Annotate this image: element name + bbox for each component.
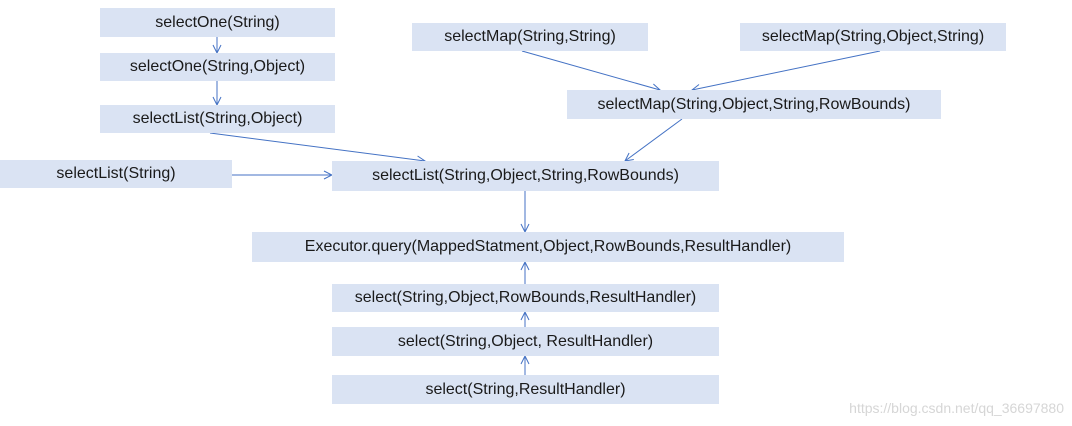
edge-selectList-object-to-selectList-full	[209, 132, 425, 161]
edge-selectMap-full-to-selectList-full	[625, 118, 683, 161]
node-selectOne-string: selectOne(String)	[100, 8, 335, 37]
edge-selectMap-string-to-selectMap-full	[521, 50, 660, 90]
watermark-text: https://blog.csdn.net/qq_36697880	[849, 400, 1064, 416]
node-selectList-string: selectList(String)	[0, 160, 232, 188]
node-selectOne-string-object: selectOne(String,Object)	[100, 53, 335, 81]
edge-selectMap-object-string-to-selectMap-full	[692, 50, 881, 90]
node-select-string-resulthandler: select(String,ResultHandler)	[332, 375, 719, 404]
node-selectList-full: selectList(String,Object,String,RowBound…	[332, 161, 719, 191]
node-selectMap-full: selectMap(String,Object,String,RowBounds…	[567, 90, 941, 119]
node-selectMap-string-object-string: selectMap(String,Object,String)	[740, 23, 1006, 51]
node-executor-query: Executor.query(MappedStatment,Object,Row…	[252, 232, 844, 262]
node-select-string-object-resulthandler: select(String,Object, ResultHandler)	[332, 327, 719, 356]
node-selectList-string-object: selectList(String,Object)	[100, 105, 335, 133]
node-select-full: select(String,Object,RowBounds,ResultHan…	[332, 284, 719, 312]
node-selectMap-string-string: selectMap(String,String)	[412, 23, 648, 51]
